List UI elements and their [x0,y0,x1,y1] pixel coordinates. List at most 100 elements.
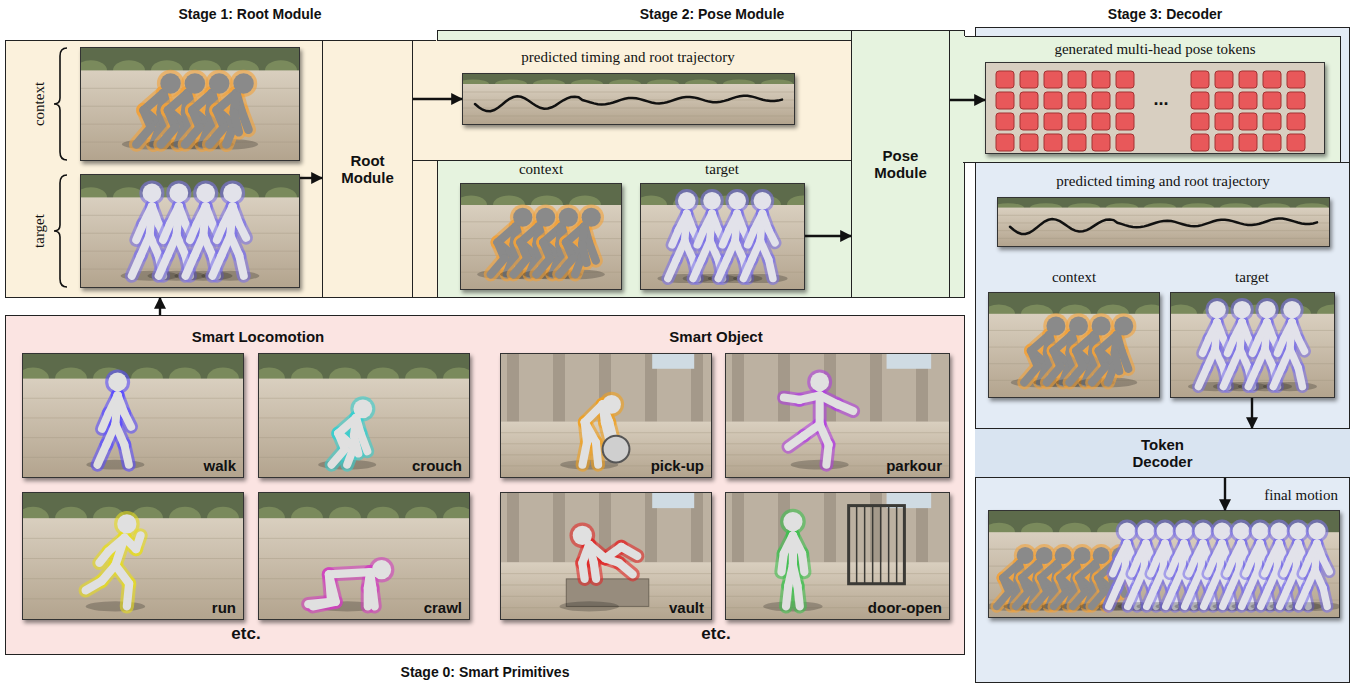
figure-limb [239,256,243,276]
pillar [870,354,882,422]
figure-limb [1024,367,1038,383]
figure-glow [220,180,245,205]
figure-glow [239,224,246,237]
pose-token [1263,113,1281,130]
paving-line [641,221,804,222]
pose-token [1287,113,1305,130]
pavement [998,208,1329,246]
figure-glow [1115,353,1120,371]
figure [1092,313,1136,382]
illustration [641,184,804,289]
figure-limb [239,224,246,237]
pavement [726,422,949,477]
paving-line [259,538,469,539]
stone-wall [726,354,949,424]
pose-token [1116,134,1134,151]
figure-glow [361,588,375,606]
figure [332,396,376,464]
figure-limb [1228,339,1234,354]
figure-limb [748,230,754,245]
label-text: target [31,214,48,248]
illustration [81,48,299,160]
label-text: Stage 0: Smart Primitives [401,664,570,680]
figure-limb [1298,339,1304,351]
token-ground [986,63,1324,153]
flow-arrow [1251,398,1253,428]
pillar [553,493,565,562]
pose-token [996,113,1014,130]
figure-limb [1069,367,1083,383]
text-holder: crouch [412,457,462,474]
figure-limb [619,563,633,574]
figure-limb [354,436,358,454]
figure-glow [332,449,345,465]
pose-token [1263,92,1281,109]
figure-glow [780,509,806,535]
pose-token [1191,92,1209,109]
figure-glow [1047,367,1061,383]
label-text: Stage 1: Root Module [178,6,321,22]
figure [86,511,141,606]
figure-glow [582,245,587,263]
gate-bar [896,506,898,584]
text-holder: Pose Module [852,30,949,298]
sky-patch [652,493,694,508]
figure-limb [723,230,729,245]
figure-glow [784,398,800,400]
text-holder: vault [669,599,704,616]
figure-glow [136,127,151,144]
pose-token [1239,71,1257,88]
figure-glow [594,563,596,579]
image-box: target [1170,292,1335,398]
pavement [641,205,804,289]
figure [1147,520,1178,607]
label-text: vault [669,599,704,616]
figure-head [783,512,802,531]
figure-limb [1246,560,1252,574]
pose-token [1044,113,1062,130]
paving-line [726,432,949,433]
figure-head [1156,522,1173,539]
figure-glow [1151,560,1157,574]
figure-glow [1253,339,1259,354]
pose-token [1068,113,1086,130]
decor-group [413,40,851,161]
label-text: Pose Module [858,147,943,182]
stage-panel: Stage 2: Pose Modulepredicted timing and… [437,30,965,298]
figure-glow [329,572,370,574]
pose-token [1287,71,1305,88]
figure-limb [1113,560,1119,574]
text-holder: final motion [1338,487,1354,504]
strip-border [437,40,851,41]
figure-limb [718,260,726,279]
figure-glow [1255,298,1278,321]
text-holder: walk [203,457,236,474]
figure [1280,520,1311,607]
figure-glow [621,547,637,556]
figure-glow [596,442,598,464]
figure-limb [1151,560,1157,574]
gate-bar [864,506,866,584]
figure-glow [1069,367,1083,383]
output-strip [963,36,1340,162]
primitive-tile: vault [500,492,712,620]
figure-glow [619,563,633,574]
figure-head [1069,316,1088,335]
text-holder: pick-up [651,457,704,474]
figure-glow [807,369,832,394]
stage-panel: Stage 1: Root ModulecontexttargetRoot Mo… [5,40,437,298]
figure-limb [1227,560,1233,574]
figure-limb [536,258,550,274]
figure-head [185,73,205,93]
figure-limb [1223,588,1231,606]
figure-limb [1277,339,1283,354]
figure-glow [1242,588,1250,606]
figure-glow [769,230,775,243]
label-text: target [705,161,739,178]
figure-glow [124,413,131,426]
text-holder: target [722,161,756,178]
text-holder: context [1074,269,1118,286]
module-box: Pose Module [851,30,950,298]
figure-limb [132,256,141,276]
figure-head [1118,522,1135,539]
